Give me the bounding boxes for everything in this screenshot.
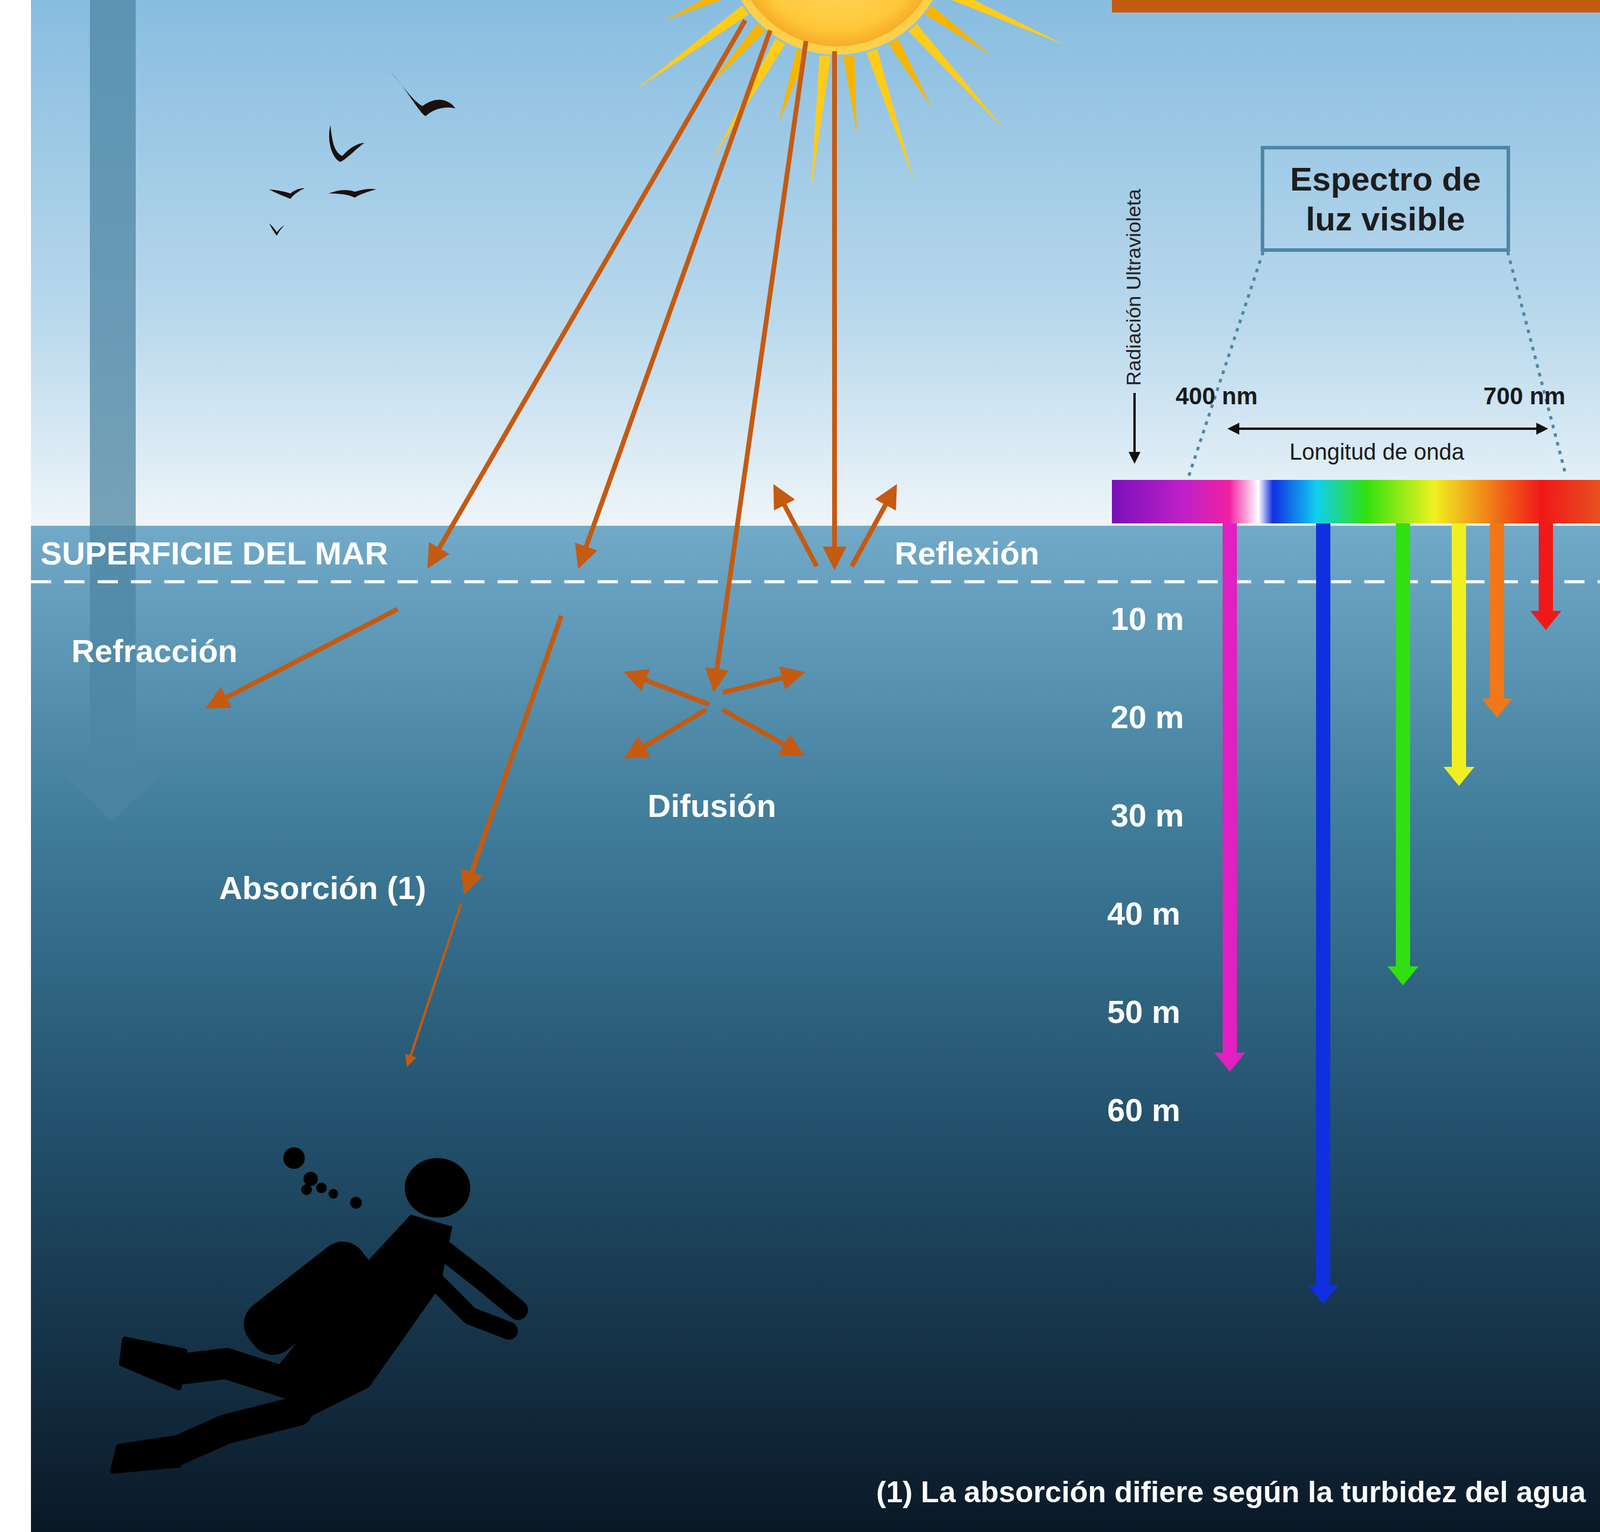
surface-label: SUPERFICIE DEL MAR: [40, 534, 389, 572]
wavelength-arrow: [1229, 427, 1546, 430]
wavelength-value: 700 nm: [1483, 382, 1566, 410]
process-label: Absorción (1): [219, 869, 427, 906]
depth-label: 40 m: [1107, 894, 1181, 932]
depth-label: 30 m: [1110, 796, 1184, 834]
penetration-arrows: [1214, 523, 1562, 1304]
depth-label: 10 m: [1110, 600, 1184, 637]
wavelength-value: 400 nm: [1175, 382, 1258, 410]
sea-surface-line: [30, 580, 1600, 584]
uv-arrow: [1133, 392, 1136, 462]
top-bar: [1111, 0, 1600, 13]
spectrum-bar: [1111, 479, 1600, 524]
process-label: Reflexión: [894, 534, 1040, 572]
sky: [30, 0, 1600, 526]
spectrum-zoom-lines: [1188, 251, 1567, 477]
depth-label: 50 m: [1107, 992, 1181, 1030]
sea: [30, 525, 1600, 1532]
diver-silhouette: [113, 1147, 518, 1471]
uv-label: Radiación Ultravioleta: [1122, 188, 1146, 386]
footnote: (1) La absorción difiere según la turbid…: [876, 1475, 1586, 1510]
sun: [592, 0, 1087, 193]
absorbed-ray: [407, 902, 462, 1065]
birds: [269, 70, 456, 236]
depth-label: 60 m: [1107, 1091, 1181, 1128]
depth-label: 20 m: [1110, 698, 1184, 736]
process-label: Refracción: [71, 632, 238, 670]
box-title: Espectro de luz visible: [1275, 158, 1496, 239]
spectrum-title-box: Espectro de luz visible: [1260, 145, 1511, 252]
process-label: Difusión: [647, 786, 777, 824]
axis-label: Longitud de onda: [1289, 439, 1465, 466]
depth-arrow: [66, 0, 159, 822]
light-rays: [209, 20, 895, 890]
